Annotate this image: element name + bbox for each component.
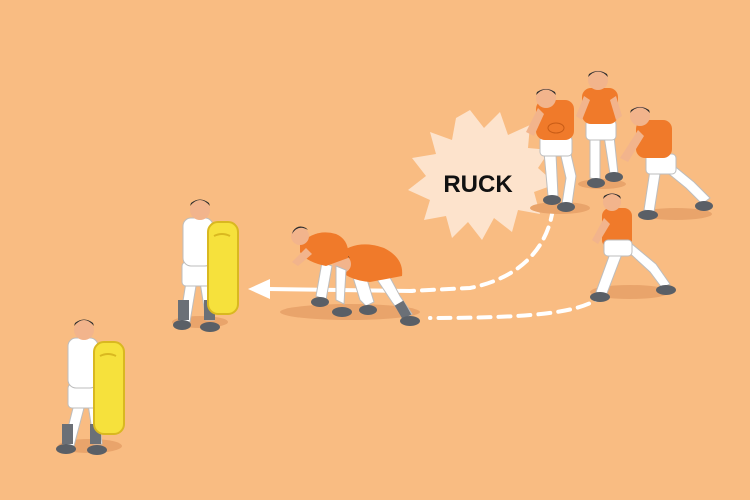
shield-handle — [99, 353, 117, 357]
attacker-hair — [630, 107, 650, 113]
player-shadow — [640, 208, 712, 220]
defender-hair — [190, 199, 210, 206]
attacker-boot — [543, 195, 561, 205]
defender-with-shield-upper — [172, 199, 239, 332]
run-arrow-head — [248, 279, 270, 299]
attacker-jersey — [582, 88, 618, 124]
attacker-boot — [590, 292, 610, 302]
attacker-hair — [536, 89, 556, 95]
attacker-bound-front — [291, 226, 352, 317]
attacker-hair — [588, 71, 608, 77]
player-shadow — [590, 285, 670, 299]
attacker-boot — [332, 307, 352, 317]
attacker-jersey — [336, 244, 403, 282]
attacker-arm — [592, 218, 610, 244]
attacker-head — [536, 88, 556, 108]
defender-head — [190, 200, 210, 220]
attacker-arm — [610, 96, 622, 120]
defender-sock — [178, 300, 189, 320]
defender-boot — [200, 322, 220, 332]
attacking-ruck-pair — [280, 226, 420, 326]
attacker-hair — [603, 193, 621, 199]
attacker-head — [603, 193, 621, 211]
attacker-jersey — [602, 208, 632, 248]
attacker-shorts — [603, 239, 633, 257]
attacker-boot — [557, 202, 575, 212]
attacker-support-right — [620, 106, 713, 220]
ruck-burst-icon — [408, 110, 556, 240]
tackle-shield-icon — [93, 341, 125, 435]
tackle-shield-icon — [207, 221, 239, 315]
defender-with-shield-lower — [56, 319, 125, 455]
defender-hair — [74, 319, 94, 326]
defender-boot — [56, 444, 76, 454]
attacker-jersey — [536, 100, 574, 140]
ruck-callout: RUCK — [408, 110, 556, 240]
attacker-support-top — [576, 70, 626, 189]
defender-head — [74, 320, 94, 340]
attacker-arm — [576, 96, 590, 120]
ruck-callout-label: RUCK — [443, 171, 513, 198]
attacker-arm — [292, 248, 312, 266]
attacker-boot — [656, 285, 676, 295]
attacker-arm — [620, 130, 644, 162]
defender-boot — [87, 445, 107, 455]
attacker-boot — [605, 172, 623, 182]
attacker-ball-carrier — [526, 88, 590, 214]
attacker-sock — [394, 300, 412, 320]
attacker-jersey — [636, 120, 672, 158]
attacker-boot — [400, 316, 420, 326]
attacker-head — [588, 70, 608, 90]
shield-handle — [213, 233, 231, 237]
defender-sock — [90, 424, 101, 444]
attacker-jersey — [300, 232, 349, 266]
attacker-boot — [695, 201, 713, 211]
attacker-boot — [638, 210, 658, 220]
attacker-head — [291, 227, 309, 245]
defender-boot — [173, 320, 191, 330]
rugby-ball-icon — [547, 122, 565, 134]
attacker-boot — [587, 178, 605, 188]
defender-sock — [62, 424, 73, 444]
attacker-leg — [589, 135, 601, 181]
attacker-support-runner — [590, 193, 676, 302]
attacker-boot — [311, 297, 329, 307]
pass-path-line — [408, 206, 555, 293]
attacker-arm — [526, 108, 544, 136]
attacker-leg — [335, 265, 347, 305]
attacker-boot — [359, 305, 377, 315]
attacker-hair — [292, 226, 308, 234]
attacker-head — [630, 106, 650, 126]
